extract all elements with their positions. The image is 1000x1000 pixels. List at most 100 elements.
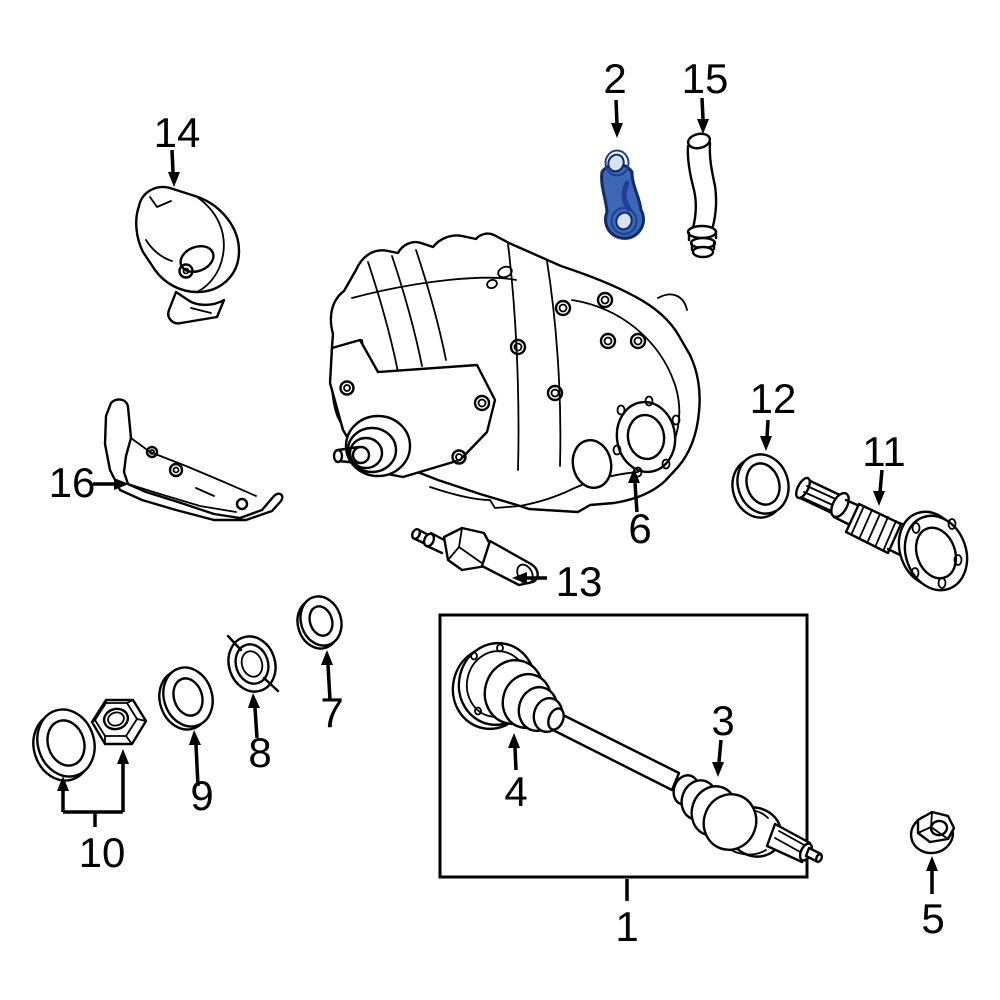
link-hole-top xyxy=(607,153,625,173)
callout-16-arrowhead xyxy=(114,478,129,490)
callout-10[interactable]: 10 xyxy=(57,749,129,876)
plug-tip-end xyxy=(410,528,422,540)
mount-plate-hole-2 xyxy=(451,449,467,465)
callout-4-label[interactable]: 4 xyxy=(504,768,527,815)
callout-1[interactable]: 1 xyxy=(615,879,639,950)
part-5-flange-nut[interactable] xyxy=(908,810,956,857)
callout-12-line xyxy=(765,419,770,438)
part-7-seal-ring[interactable] xyxy=(291,591,347,654)
callout-9[interactable]: 9 xyxy=(189,730,214,819)
vent-tube-flange-sides xyxy=(687,229,718,242)
part-16-heat-shield[interactable] xyxy=(103,398,284,522)
callout-12[interactable]: 12 xyxy=(750,375,797,451)
callout-11-label[interactable]: 11 xyxy=(862,428,906,475)
differential-housing-seams xyxy=(429,243,688,509)
callout-7-label[interactable]: 7 xyxy=(320,689,343,736)
callout-9-label[interactable]: 9 xyxy=(190,772,213,819)
callout-5[interactable]: 5 xyxy=(921,856,945,942)
cover10-inner xyxy=(46,719,86,767)
callout-10-label[interactable]: 10 xyxy=(79,829,126,876)
callout-6-arrowhead xyxy=(628,468,640,483)
ring8-mid xyxy=(234,643,270,685)
callout-15-label[interactable]: 15 xyxy=(682,55,729,102)
callout-16-label[interactable]: 16 xyxy=(49,459,96,506)
flange-bolt-holes xyxy=(910,518,963,589)
cover10-outer xyxy=(36,708,96,778)
callout-10-arrowhead-right xyxy=(117,749,129,764)
differential-vent-hole-1 xyxy=(497,265,513,279)
output-flange-bolt-holes xyxy=(612,395,681,478)
callout-8-label[interactable]: 8 xyxy=(248,729,271,776)
bushing-core xyxy=(351,445,371,465)
part-12-output-seal[interactable] xyxy=(725,448,796,525)
link-boss-bottom xyxy=(610,207,638,235)
callout-13-arrowhead xyxy=(512,572,527,584)
callout-6[interactable]: 6 xyxy=(628,468,652,552)
mount-plate-hole-2-inner xyxy=(455,453,463,461)
heat-shield-screw-1-hole xyxy=(149,449,155,455)
plug-stem-end xyxy=(422,532,436,548)
callout-6-label[interactable]: 6 xyxy=(628,505,651,552)
callout-8-line xyxy=(253,707,259,739)
part-6-differential-assembly[interactable] xyxy=(328,232,701,514)
link-waist-shade xyxy=(621,180,632,212)
vent-tube-cap xyxy=(686,132,712,150)
callout-3-label[interactable]: 3 xyxy=(711,697,734,744)
heat-shield-outline xyxy=(103,398,284,522)
plug-hex-facets xyxy=(447,527,487,567)
mount-plate-hole-1 xyxy=(339,380,355,396)
kit-box-border xyxy=(438,613,809,879)
axle-shaft-assembly[interactable] xyxy=(445,636,824,865)
callout-13-label[interactable]: 13 xyxy=(556,558,603,605)
heat-shield-grommet-hole xyxy=(172,466,180,474)
ring7-outer xyxy=(299,595,343,647)
callout-8[interactable]: 8 xyxy=(248,693,272,776)
ring7-inner xyxy=(308,605,334,637)
inner-boot-collar xyxy=(547,707,565,731)
part-8-lock-ring[interactable] xyxy=(221,630,282,697)
callout-6-line xyxy=(633,482,639,513)
callout-12-label[interactable]: 12 xyxy=(750,375,797,422)
part-10-dust-cover-and-nut[interactable] xyxy=(25,698,148,788)
callout-15[interactable]: 15 xyxy=(682,55,729,134)
differential-vent-hole-2 xyxy=(486,278,498,290)
callout-2-label[interactable]: 2 xyxy=(603,55,626,102)
mount-plate-hole-1-inner xyxy=(343,384,351,392)
ring8-slash xyxy=(226,634,280,693)
callout-10-arrowhead-left xyxy=(57,776,69,791)
stud-bolts-outer xyxy=(473,291,647,412)
callout-8-arrowhead xyxy=(248,693,260,708)
callout-1-label[interactable]: 1 xyxy=(615,903,638,950)
callout-11[interactable]: 11 xyxy=(862,428,906,506)
callout-13[interactable]: 13 xyxy=(512,558,602,605)
outer-boot-ridge-4 xyxy=(702,793,758,851)
part-14-actuator-motor[interactable] xyxy=(135,185,241,325)
callout-4-arrowhead xyxy=(508,733,520,748)
output-flange-ring xyxy=(615,400,677,474)
part-15-vent-tube[interactable] xyxy=(686,132,718,259)
callout-5-label[interactable]: 5 xyxy=(921,895,944,942)
callout-12-arrowhead xyxy=(760,436,772,451)
callout-14[interactable]: 14 xyxy=(154,109,201,187)
callout-4[interactable]: 4 xyxy=(504,733,528,815)
callout-9-line xyxy=(194,744,200,787)
callout-7[interactable]: 7 xyxy=(320,650,344,736)
part-11-output-flange-shaft[interactable] xyxy=(793,476,977,599)
callout-3-arrowhead xyxy=(712,762,724,777)
callout-3[interactable]: 3 xyxy=(711,697,735,777)
ring9-inner xyxy=(172,677,204,717)
callout-2[interactable]: 2 xyxy=(603,55,627,138)
part-9-washer-ring[interactable] xyxy=(152,661,220,736)
nut10-hole xyxy=(102,707,130,731)
part-1-axle-kit-box[interactable] xyxy=(438,613,809,879)
nut5-hex xyxy=(916,810,956,844)
shaft-tip-end xyxy=(795,476,811,500)
heat-shield-screw-2 xyxy=(235,497,249,511)
outer-stub-splines xyxy=(774,830,807,854)
part-2-bracket-link[interactable] xyxy=(600,149,645,240)
callout-16[interactable]: 16 xyxy=(49,459,129,506)
callout-14-label[interactable]: 14 xyxy=(154,109,201,156)
heat-shield-creases xyxy=(127,437,257,513)
